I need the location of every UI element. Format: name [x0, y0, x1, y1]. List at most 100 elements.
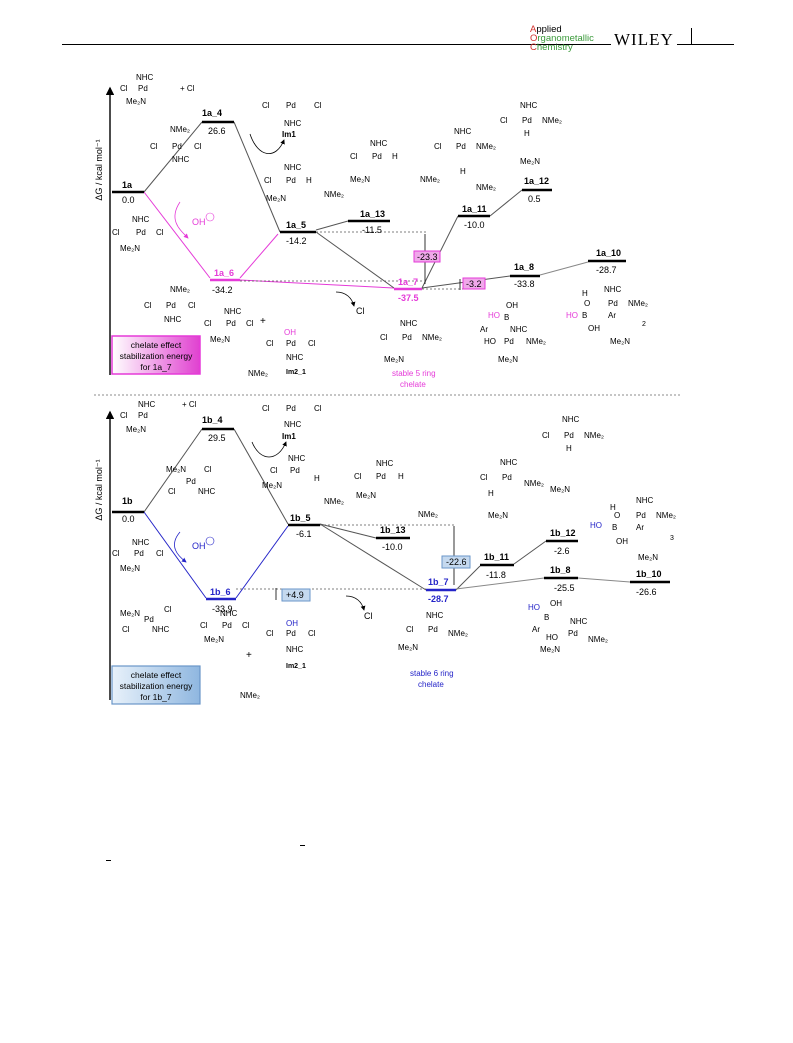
structure-fragment: Me₂N	[120, 564, 140, 573]
level-id: 1a_13	[360, 209, 385, 219]
structure-fragment: NHC	[224, 307, 242, 316]
structure-fragment: Cl	[308, 339, 316, 348]
level-id: 1a_4	[202, 108, 222, 118]
structure-fragment: Pd	[286, 176, 296, 185]
level-id: 1b_6	[210, 587, 231, 597]
structure-fragment: H	[460, 167, 466, 176]
diagram-mark	[320, 524, 426, 590]
structure-fragment: Cl	[266, 629, 274, 638]
structure-fragment: OH	[286, 619, 298, 628]
structure-fragment: B	[504, 313, 509, 322]
chelate-note: chelate	[418, 680, 444, 689]
diagram-mark	[236, 526, 288, 598]
structure-fragment: Pd	[226, 319, 236, 328]
structure-fragment: Pd	[564, 431, 574, 440]
structure-fragment: Pd	[286, 404, 296, 413]
structure-fragment: 3	[670, 535, 674, 542]
structure-fragment: Pd	[504, 337, 514, 346]
diagram-mark	[514, 541, 546, 564]
chelate-box-line: for 1b_7	[140, 692, 171, 702]
diagram-mark	[316, 221, 348, 230]
structure-fragment: Me₂N	[126, 425, 146, 434]
structure-fragment: NMe₂	[628, 299, 648, 308]
structure-fragment: Cl	[112, 228, 120, 237]
level-id: 1b_11	[484, 552, 509, 562]
structure-fragment: Cl	[264, 176, 272, 185]
level-value: -10.0	[382, 542, 403, 552]
structure-fragment: NMe₂	[240, 691, 260, 700]
level-value: 0.5	[528, 194, 541, 204]
structure-fragment: OH	[588, 324, 600, 333]
level-id: 1b_5	[290, 513, 311, 523]
level-value: -34.2	[212, 285, 233, 295]
structure-fragment: Cl	[150, 142, 158, 151]
chelate-note: stable 5 ring	[392, 369, 436, 378]
structure-fragment: HO	[590, 521, 602, 530]
structure-fragment: Pd	[286, 629, 296, 638]
structure-fragment: Cl	[188, 301, 196, 310]
level-id: 1a_12	[524, 176, 549, 186]
level-id: 1b_10	[636, 569, 662, 579]
level-value: -14.2	[286, 236, 307, 246]
structure-fragment: NHC	[284, 163, 302, 172]
stray-mark	[300, 845, 305, 846]
structure-fragment: 2	[642, 321, 646, 328]
structure-fragment: Pd	[286, 101, 296, 110]
structure-fragment: Cl	[144, 301, 152, 310]
structure-fragment: OH	[506, 301, 518, 310]
delta-value: +4.9	[286, 590, 304, 600]
energy-profile-svg: ΔG / kcal mol⁻¹ 1a 1a_4 1a_5	[80, 70, 690, 710]
level-id: 1a_8	[514, 262, 534, 272]
structure-fragment: Ar	[532, 625, 540, 634]
structure-fragment: NMe₂	[448, 629, 468, 638]
structure-fragment: Cl	[406, 625, 414, 634]
structure-fragment: Cl	[266, 339, 274, 348]
structure-fragment: NHC	[132, 215, 150, 224]
structure-fragment: +	[260, 316, 266, 327]
structure-fragment: HO	[484, 337, 496, 346]
structure-fragment: Pd	[522, 116, 532, 125]
structure-fragment: Me₂N	[166, 465, 186, 474]
structure-fragment: Me₂N	[266, 194, 286, 203]
structure-fragment: B	[544, 613, 549, 622]
structure-fragment: Cl	[122, 625, 130, 634]
structure-fragment: Cl	[246, 319, 254, 328]
structure-fragment: Pd	[502, 473, 512, 482]
axis-label: ΔG / kcal mol⁻¹	[94, 459, 104, 520]
journal-initial: C	[530, 42, 537, 53]
structure-fragment: NMe₂	[656, 511, 676, 520]
structure-fragment: H	[488, 489, 494, 498]
structure-fragment: Cl	[262, 404, 270, 413]
level-value: -25.5	[554, 583, 575, 593]
im2-label: Im2_1	[286, 369, 306, 376]
structure-fragment: Pd	[138, 411, 148, 420]
structure-fragment: Cl	[200, 621, 208, 630]
delta-value: -3.2	[466, 279, 482, 289]
structure-fragment: +	[246, 650, 252, 661]
level-value: 0.0	[122, 195, 135, 205]
structure-fragment: OH	[284, 328, 296, 337]
chelate-box-line: chelate effect	[131, 340, 182, 350]
structure-fragment: Pd	[166, 301, 176, 310]
structure-fragment: Me₂N	[262, 481, 282, 490]
structure-fragment: Pd	[144, 615, 154, 624]
structure-fragment: NHC	[562, 415, 580, 424]
level-id: 1a_7	[398, 277, 418, 287]
structure-fragment: Me₂N	[498, 355, 518, 364]
structure-fragment: Pd	[290, 466, 300, 475]
structure-fragment: Me₂N	[488, 511, 508, 520]
structure-fragment: B	[612, 523, 617, 532]
structure-fragment: Cl	[380, 333, 388, 342]
structure-fragment: Pd	[138, 84, 148, 93]
structure-fragment: NHC	[500, 458, 518, 467]
structure-fragment: H	[582, 289, 588, 298]
structure-fragment: NMe₂	[170, 285, 190, 294]
diagram-mark	[316, 232, 394, 288]
publisher-logo: WILEY	[611, 30, 677, 50]
structure-fragment: + Cl	[180, 84, 195, 93]
level-value: -2.6	[554, 546, 570, 556]
diagram-mark	[250, 134, 284, 154]
structure-fragment: Cl	[314, 101, 322, 110]
structure-fragment: NHC	[172, 155, 190, 164]
structure-fragment: NHC	[164, 315, 182, 324]
